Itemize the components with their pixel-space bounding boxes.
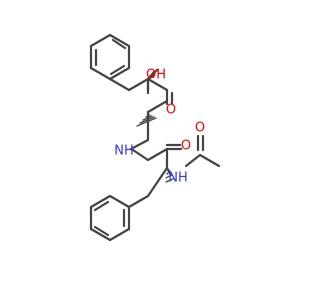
acetamide-nh-label: NH bbox=[168, 171, 188, 186]
bond bbox=[127, 194, 150, 209]
bond bbox=[131, 148, 150, 162]
bond bbox=[89, 227, 112, 242]
molecule-structure-diagram: OH O NH O NH O bbox=[89, 33, 221, 242]
stereo-hash-bond-lower bbox=[165, 170, 174, 183]
bond bbox=[89, 33, 112, 48]
aromatic-inner-bond bbox=[109, 64, 126, 76]
bond bbox=[146, 166, 169, 198]
carboxyl-oh-label: OH bbox=[146, 68, 166, 83]
bond bbox=[198, 153, 221, 168]
aromatic-inner-bond bbox=[93, 225, 110, 237]
aromatic-inner-bond bbox=[111, 38, 127, 50]
bond bbox=[89, 194, 112, 209]
bond bbox=[108, 77, 131, 92]
aromatic-inner-bond bbox=[93, 200, 110, 212]
carbonyl-oxygen-label-upper: O bbox=[166, 103, 176, 118]
bond bbox=[89, 66, 112, 81]
lower-phenyl-ring bbox=[89, 194, 131, 242]
bond bbox=[129, 138, 150, 151]
bond bbox=[146, 99, 169, 114]
bond bbox=[184, 153, 202, 168]
bond bbox=[108, 66, 131, 81]
upper-phenyl-ring bbox=[89, 33, 131, 81]
bond bbox=[108, 33, 131, 48]
bond bbox=[108, 194, 131, 209]
acetyl-oxygen-label: O bbox=[195, 121, 205, 136]
bond bbox=[146, 68, 159, 81]
bond bbox=[108, 227, 131, 242]
amide-carbonyl-oxygen-label: O bbox=[181, 139, 191, 154]
stereo-hash-bond-upper bbox=[136, 114, 157, 127]
bond bbox=[146, 77, 169, 92]
bond bbox=[146, 147, 169, 162]
amide-nh-label: NH bbox=[114, 144, 134, 159]
bond bbox=[127, 77, 150, 92]
